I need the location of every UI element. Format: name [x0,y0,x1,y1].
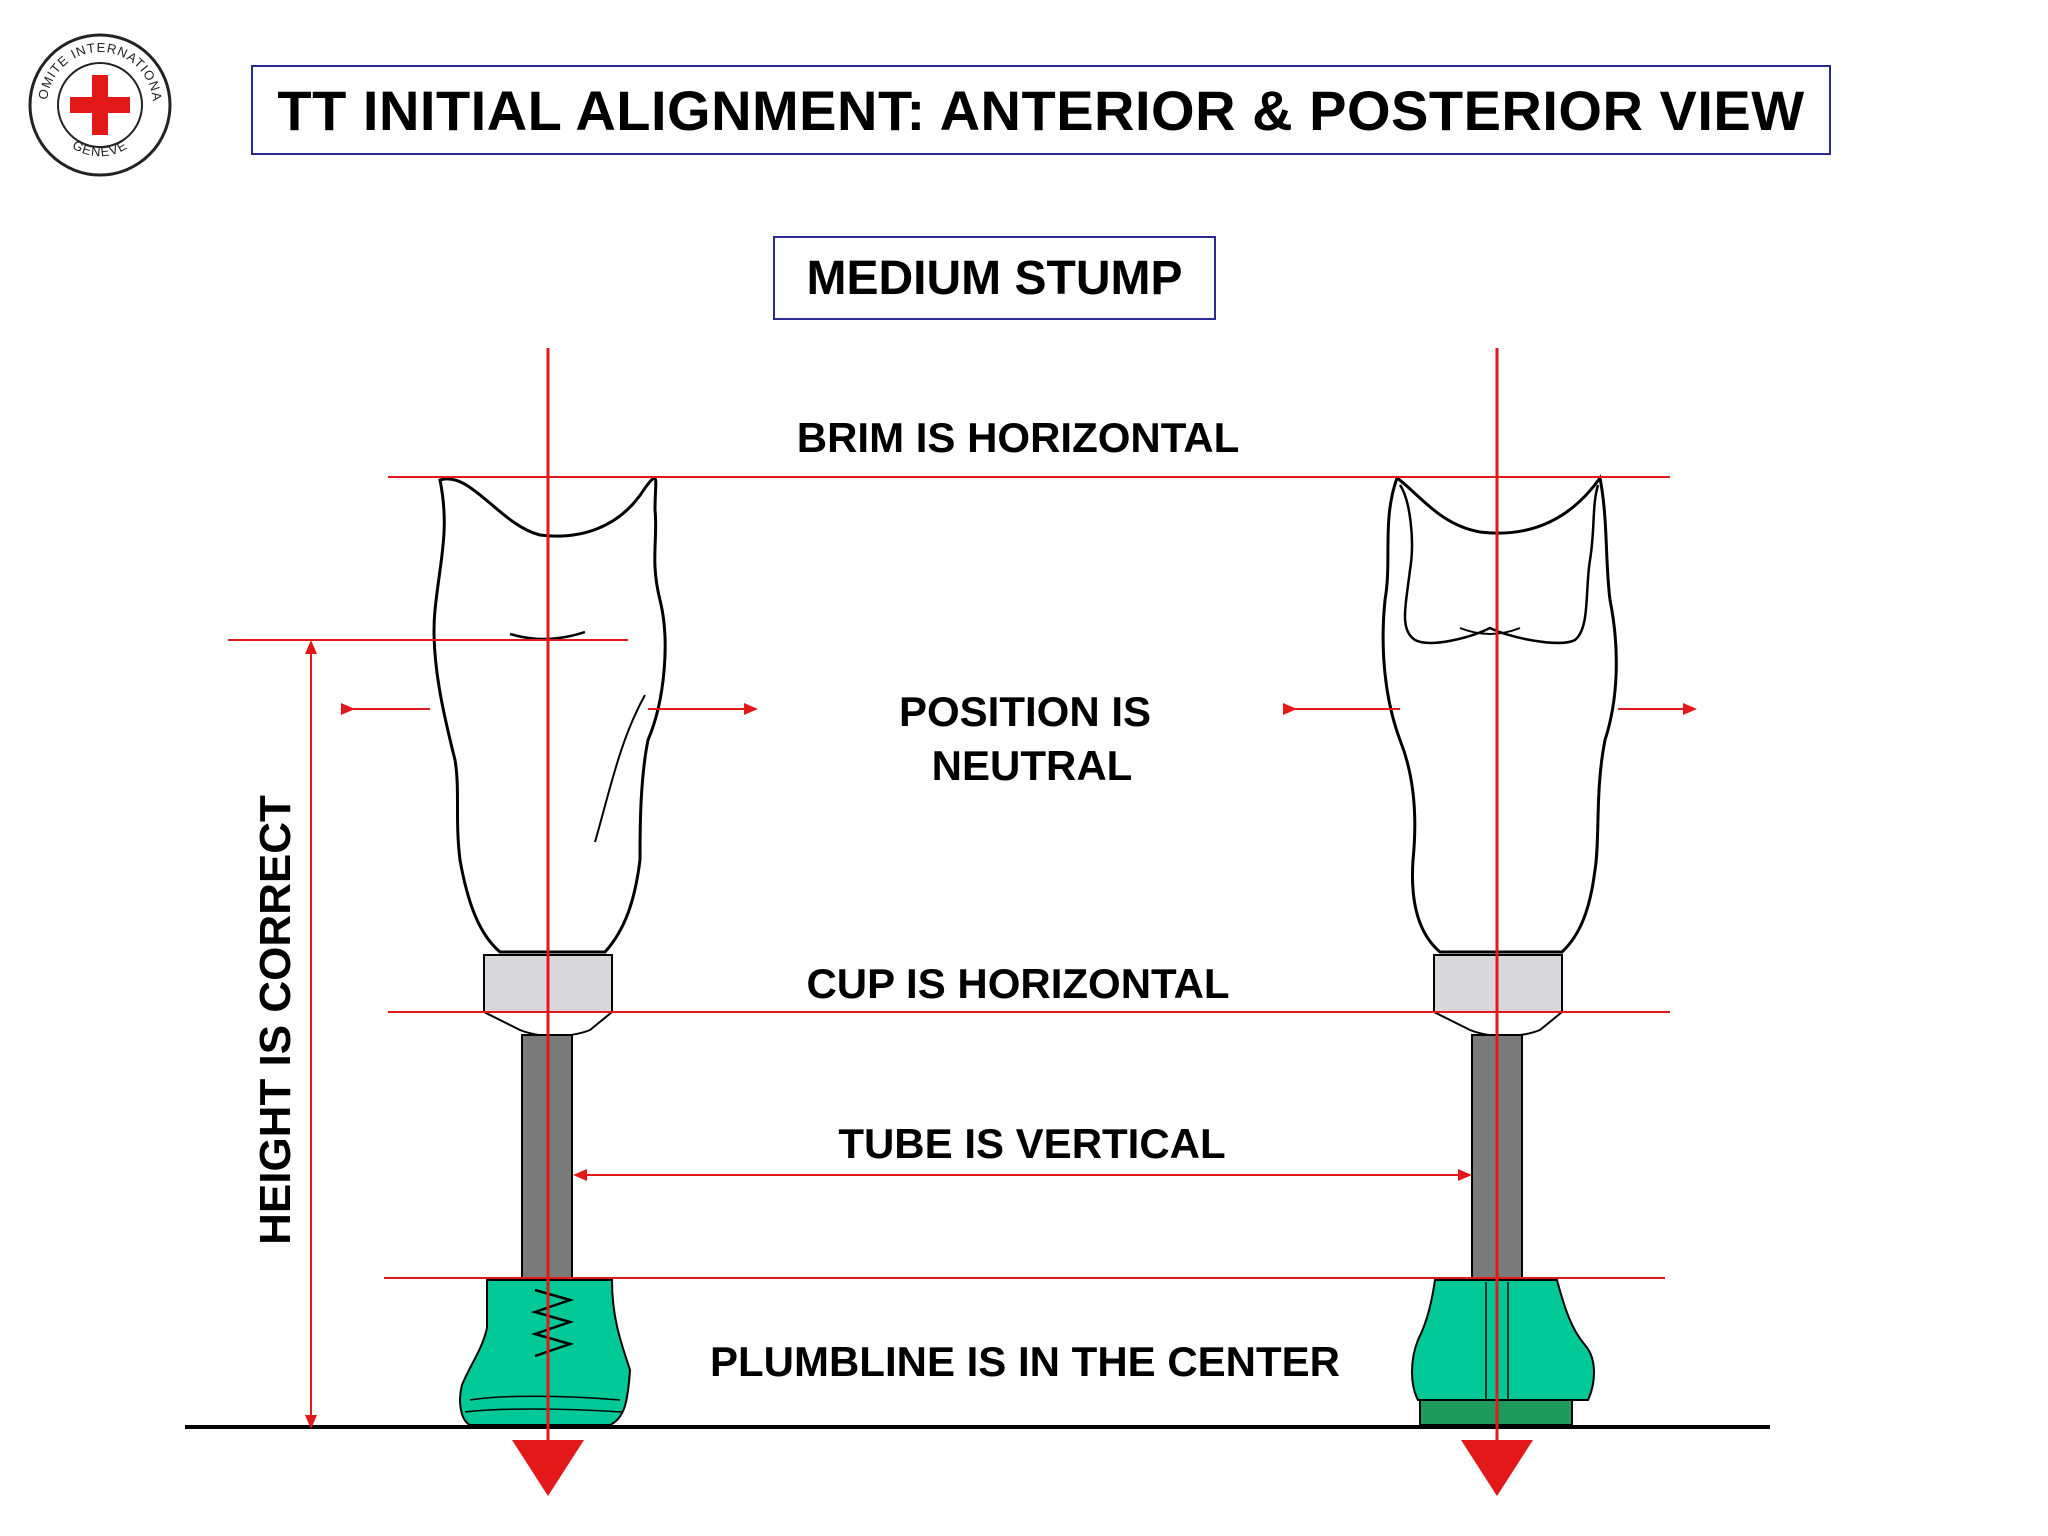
subtitle-box: MEDIUM STUMP [773,236,1216,320]
plumbline-label: PLUMBLINE IS IN THE CENTER [710,1338,1340,1385]
left-plumb-arrow [512,1440,584,1496]
cup-label: CUP IS HORIZONTAL [806,960,1229,1007]
right-foot [1411,1279,1595,1401]
svg-text:GENEVE: GENEVE [70,137,130,159]
right-prosthesis [1381,474,1618,1426]
height-label: HEIGHT IS CORRECT [251,795,300,1245]
left-prosthesis [432,476,667,1426]
position-label-line1: POSITION IS [899,688,1151,735]
tube-label: TUBE IS VERTICAL [838,1120,1225,1167]
brim-label: BRIM IS HORIZONTAL [797,414,1240,461]
right-socket [1381,474,1618,954]
icrc-logo: COMITE INTERNATIONAL GENEVE [25,30,172,177]
title-box: TT INITIAL ALIGNMENT: ANTERIOR & POSTERI… [251,65,1831,155]
logo-bottom-text: GENEVE [70,137,129,159]
left-socket [432,476,667,954]
page-subtitle: MEDIUM STUMP [806,251,1183,305]
reference-lines [228,476,1670,1279]
right-plumb-arrow [1461,1440,1533,1496]
page-title: TT INITIAL ALIGNMENT: ANTERIOR & POSTERI… [277,78,1805,142]
position-label-line2: NEUTRAL [932,742,1133,789]
red-cross-icon [70,75,130,135]
